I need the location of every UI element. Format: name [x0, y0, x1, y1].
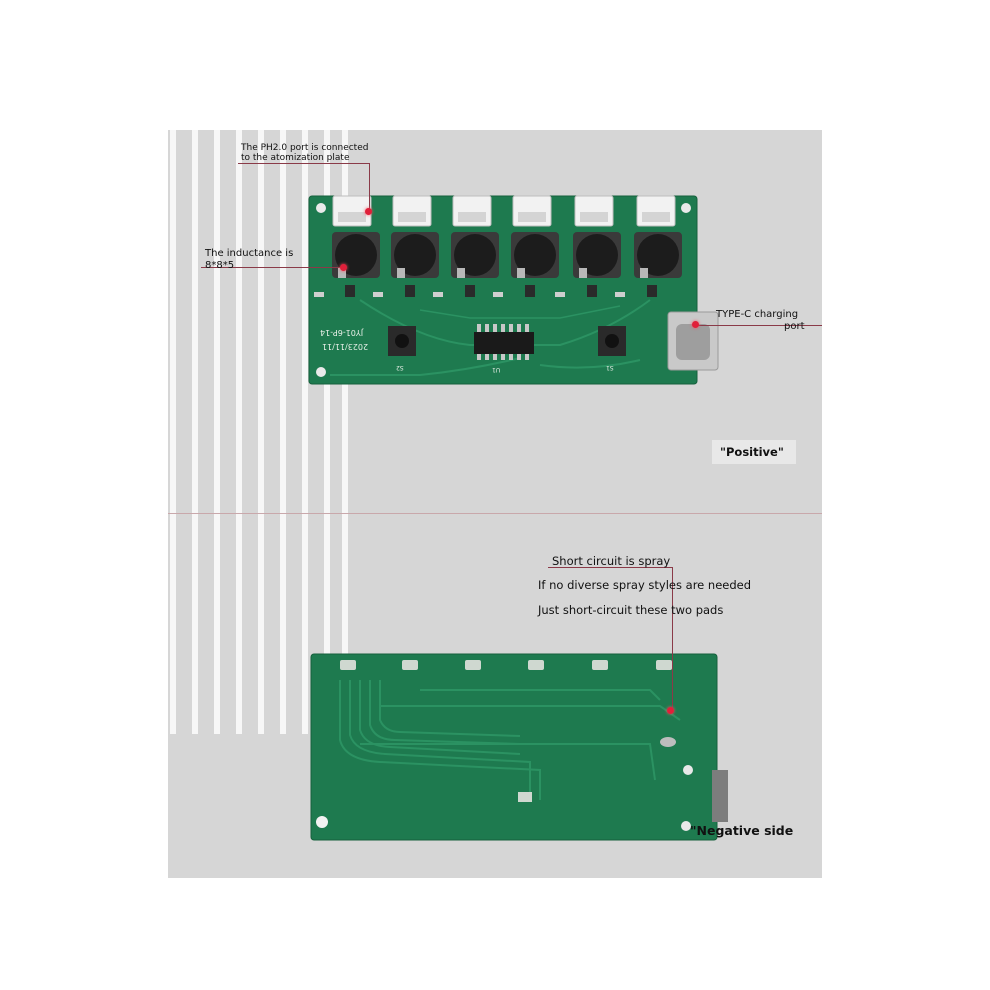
positive-tag-background	[712, 440, 796, 464]
typec-leader	[696, 325, 822, 326]
switch-left-designator: S2	[396, 364, 404, 371]
ph20-label-line1: The PH2.0 port is connected	[241, 143, 369, 153]
typec-label-line1: TYPE-C charging	[716, 309, 799, 320]
typec-label-line2: port	[784, 321, 805, 332]
bottom-board	[310, 653, 728, 841]
board-model-line2: 2023/11/11	[322, 342, 369, 351]
ph20-label-line2: to the atomization plate	[241, 153, 350, 163]
inductance-marker	[340, 264, 347, 271]
short-circuit-line3: Just short-circuit these two pads	[538, 603, 724, 617]
short-leader-horizontal	[548, 567, 673, 568]
positive-label: "Positive"	[720, 445, 784, 459]
ph20-leader-horizontal	[238, 163, 370, 164]
ph20-leader-vertical	[369, 163, 370, 211]
ph20-marker	[365, 208, 372, 215]
top-board	[308, 195, 719, 385]
negative-side-label: "Negative side	[690, 823, 794, 838]
short-circuit-line2: If no diverse spray styles are needed	[538, 578, 752, 592]
short-pad-marker	[667, 707, 674, 714]
inductance-label-line1: The inductance is	[205, 248, 294, 259]
chip-designator: U1	[492, 366, 501, 373]
short-circuit-line1: Short circuit is spray	[552, 554, 671, 568]
short-leader-vertical	[672, 567, 673, 710]
inductance-leader	[201, 267, 344, 268]
inductance-label-line2: 8*8*5	[205, 260, 235, 271]
switch-right-designator: S1	[606, 364, 614, 371]
background-stripes	[168, 130, 348, 734]
typec-marker	[692, 321, 699, 328]
board-model-line1: JY01-6P-14	[320, 328, 364, 337]
section-divider	[168, 513, 822, 514]
